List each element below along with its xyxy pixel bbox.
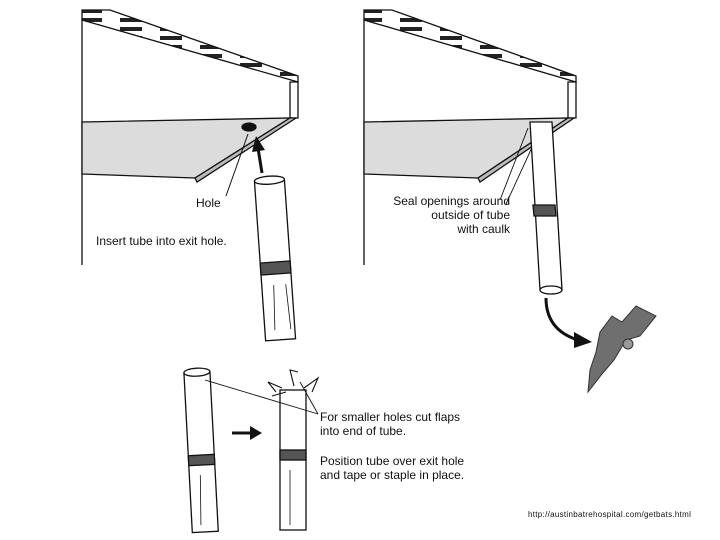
bat-icon xyxy=(587,305,657,394)
exit-arrow xyxy=(544,297,579,342)
label-smaller-holes: For smaller holes cut flaps into end of … xyxy=(320,410,461,438)
arrow-right xyxy=(250,426,262,440)
panel-seal-tube xyxy=(363,9,657,394)
roof-1 xyxy=(81,9,299,83)
tube-3 xyxy=(183,367,219,534)
source-url: http://austinbatrehospital.com/getbats.h… xyxy=(528,510,692,519)
fascia-2 xyxy=(567,81,577,119)
tube-flapped xyxy=(267,369,320,531)
arrow-up xyxy=(252,136,265,152)
roof-2 xyxy=(363,9,577,83)
label-seal-openings: Seal openings around outside of tube wit… xyxy=(393,194,510,236)
fascia-1 xyxy=(289,81,299,119)
panel-insert-tube xyxy=(81,9,299,342)
tube-1 xyxy=(253,175,297,342)
label-hole: Hole xyxy=(196,196,221,210)
exit-hole xyxy=(241,122,257,132)
tube-2 xyxy=(529,121,563,295)
panel-cut-flaps xyxy=(183,367,320,534)
label-insert-tube: Insert tube into exit hole. xyxy=(96,234,227,248)
label-position-tube: Position tube over exit hole and tape or… xyxy=(320,454,465,482)
